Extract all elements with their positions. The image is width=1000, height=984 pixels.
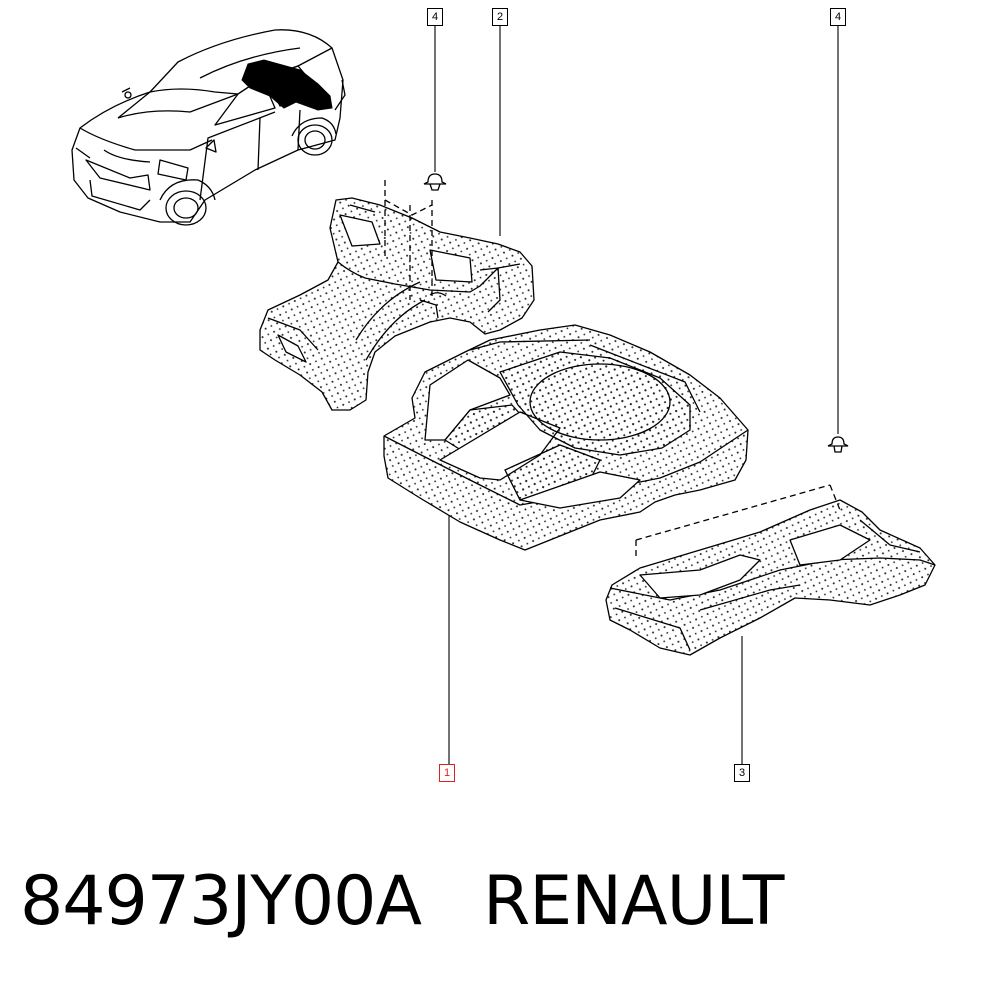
- callout-4-lower-clip[interactable]: 4: [830, 8, 846, 26]
- part-2-upper-tray: [259, 180, 535, 411]
- clip-fastener-upper: [423, 173, 447, 191]
- clip-fastener-lower: [827, 436, 849, 453]
- part-3-side-tray: [605, 484, 936, 656]
- callout-1-main-tray[interactable]: 1: [439, 764, 455, 782]
- callout-leader-lines: [434, 26, 839, 764]
- callout-3-side-tray[interactable]: 3: [734, 764, 750, 782]
- part-caption: 84973JY00A RENAULT: [20, 862, 784, 942]
- trunk-highlight-area: [241, 59, 333, 111]
- callout-2-upper-tray[interactable]: 2: [492, 8, 508, 26]
- part-number: 84973JY00A: [20, 862, 422, 941]
- callout-4-upper-clip[interactable]: 4: [427, 8, 443, 26]
- brand-name: RENAULT: [482, 862, 784, 941]
- vehicle-overview-illustration: [71, 29, 346, 226]
- part-1-main-tray: [383, 324, 749, 551]
